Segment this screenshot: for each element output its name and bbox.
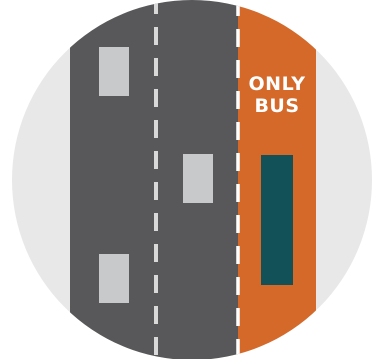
bus-lane-label-line2: BUS (254, 95, 299, 117)
bus-lane-label-line1: ONLY (249, 73, 306, 95)
bus-icon (261, 155, 293, 285)
car-icon (183, 154, 213, 203)
car-icon (99, 254, 129, 303)
car-icon (99, 47, 129, 96)
